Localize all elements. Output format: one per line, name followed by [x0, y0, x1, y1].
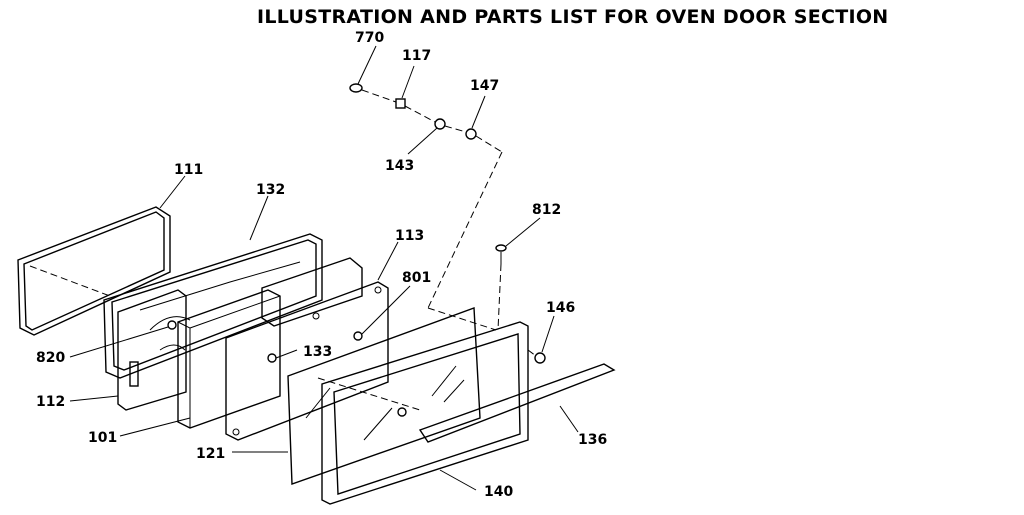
callout-770: 770	[355, 30, 384, 46]
callout-111: 111	[174, 162, 203, 178]
callout-147: 147	[470, 78, 499, 94]
part-117-bracket	[395, 98, 406, 109]
callout-113: 113	[395, 228, 424, 244]
part-121-glass	[287, 307, 481, 485]
diagram-title: ILLUSTRATION AND PARTS LIST FOR OVEN DOO…	[257, 6, 889, 28]
callout-820: 820	[36, 350, 65, 366]
callout-812: 812	[532, 202, 561, 218]
part-111-liner	[17, 206, 171, 336]
callout-140: 140	[484, 484, 513, 500]
part-770-clip	[349, 83, 363, 93]
part-147-washer	[465, 128, 477, 140]
leader-lines	[69, 45, 579, 491]
part-132-gasket-frame	[103, 233, 323, 379]
part-146-washer	[534, 352, 546, 364]
callout-labels: 770 117 147 143 111 132 113 812 801 146 …	[36, 30, 607, 500]
callout-801: 801	[402, 270, 431, 286]
callout-112: 112	[36, 394, 65, 410]
part-820-screw	[167, 320, 177, 330]
part-101-insulation	[177, 257, 363, 429]
callout-121: 121	[196, 446, 225, 462]
callout-132: 132	[256, 182, 285, 198]
callout-143: 143	[385, 158, 414, 174]
part-133-screw	[267, 353, 277, 363]
part-143-washer	[434, 118, 446, 130]
part-136-handle-strip	[418, 363, 616, 443]
part-801-screw	[353, 331, 363, 341]
callout-133: 133	[303, 344, 332, 360]
part-112-inner-panel	[117, 289, 187, 411]
callout-136: 136	[578, 432, 607, 448]
callout-101: 101	[88, 430, 117, 446]
callout-117: 117	[402, 48, 431, 64]
hinge-hardware	[349, 83, 503, 331]
part-113-inner-door-panel	[225, 281, 389, 441]
side-hardware	[495, 244, 546, 364]
callout-146: 146	[546, 300, 575, 316]
part-112-handle-slot	[129, 361, 139, 387]
part-140-outer-frame	[321, 321, 529, 505]
part-812-screw-head	[495, 244, 507, 252]
